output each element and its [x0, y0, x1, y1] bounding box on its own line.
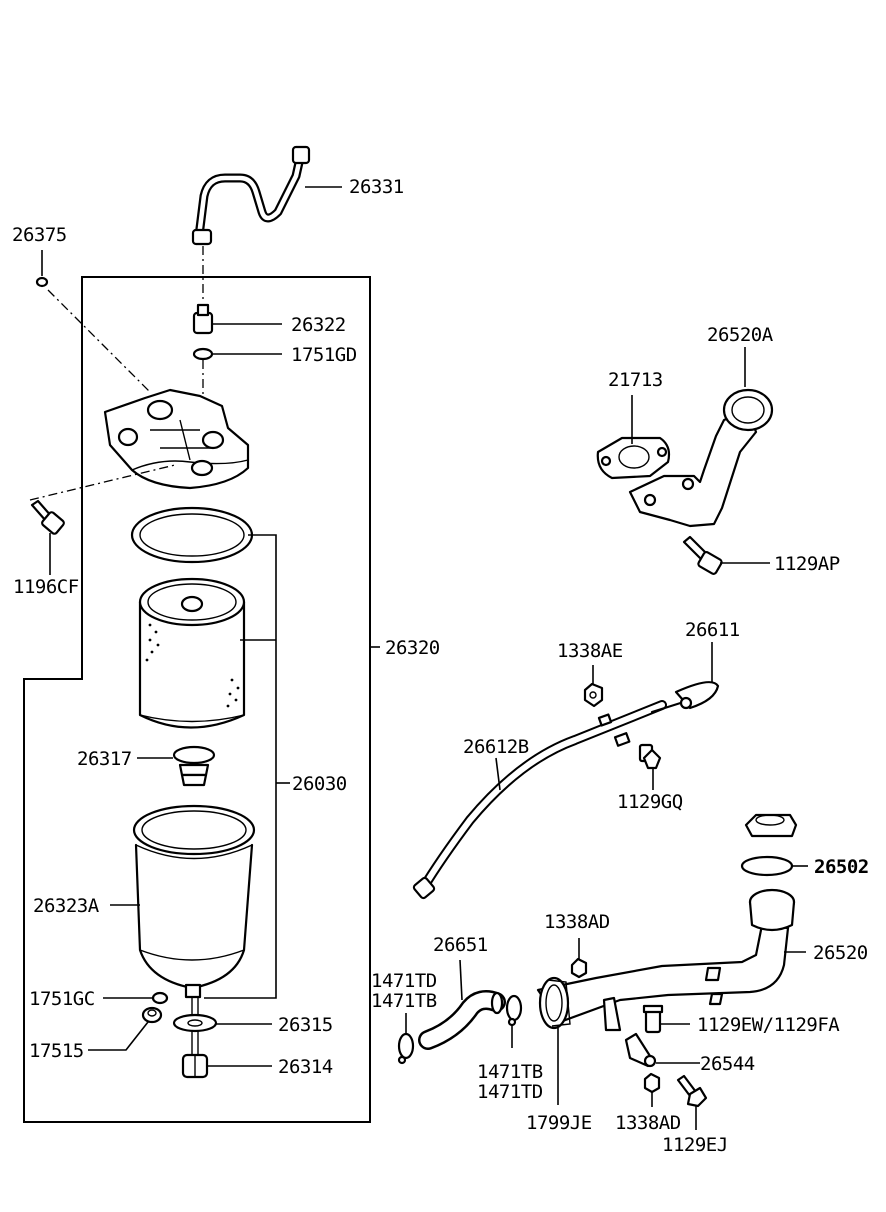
label-26320: 26320 — [385, 637, 440, 659]
label-26651: 26651 — [433, 934, 488, 956]
label-1196CF: 1196CF — [13, 576, 79, 598]
label-1751GD: 1751GD — [291, 344, 357, 366]
filler-tube-26520 — [536, 888, 796, 1032]
bolt-1129EW — [642, 1004, 664, 1034]
label-1129AP: 1129AP — [774, 553, 840, 575]
label-26315: 26315 — [278, 1014, 333, 1036]
label-26612B: 26612B — [463, 736, 529, 758]
bolt-1129AP — [682, 535, 723, 575]
plug-17515 — [141, 1006, 163, 1024]
clamp-1799JE — [538, 976, 571, 1030]
label-1471TB-left: 1471TB — [371, 990, 437, 1012]
label-1129GQ: 1129GQ — [617, 791, 683, 813]
label-26331: 26331 — [349, 176, 404, 198]
label-1338AE: 1338AE — [557, 640, 623, 662]
nut-1338AD-bottom — [643, 1072, 661, 1094]
label-26520: 26520 — [813, 942, 868, 964]
label-26520A: 26520A — [707, 324, 774, 346]
filter-element — [138, 577, 246, 729]
label-26375: 26375 — [12, 224, 67, 246]
gasket-21713 — [596, 436, 671, 480]
label-26314: 26314 — [278, 1056, 333, 1078]
label-26323A: 26323A — [33, 895, 100, 917]
label-26030: 26030 — [292, 773, 347, 795]
hose-clamp-right — [505, 994, 523, 1027]
drain-bolt-26314 — [181, 1053, 209, 1079]
nut-1338AE — [583, 682, 604, 708]
label-26322: 26322 — [291, 314, 346, 336]
label-17515: 17515 — [29, 1040, 84, 1062]
label-26502: 26502 — [814, 856, 869, 878]
label-1129EW-1129FA: 1129EW/1129FA — [697, 1014, 840, 1036]
label-1751GC: 1751GC — [29, 988, 95, 1010]
gasket-ring — [130, 506, 254, 564]
label-1799JE: 1799JE — [526, 1112, 592, 1134]
fuel-pipe-26331 — [191, 145, 311, 246]
bracket-26544 — [624, 1032, 657, 1068]
bolt-1196CF — [30, 499, 65, 535]
washer-1751GC — [151, 991, 169, 1005]
label-1471TB-right: 1471TB — [477, 1061, 543, 1083]
filter-head — [103, 388, 250, 490]
washer-26315 — [172, 1013, 218, 1033]
label-21713: 21713 — [608, 369, 663, 391]
hose-clamp-left — [397, 1032, 415, 1065]
dipstick-guide-26612B — [412, 700, 667, 900]
cap-gasket-26502 — [740, 855, 794, 877]
filter-bowl-26323A — [132, 804, 256, 999]
washer-1751GD — [192, 347, 214, 361]
spring-insert-26317 — [172, 745, 216, 787]
label-1471TD-left: 1471TD — [371, 970, 437, 992]
label-26611: 26611 — [685, 619, 740, 641]
assembly-outline-26320 — [23, 276, 371, 1123]
dipstick-26611 — [650, 681, 720, 714]
label-26317: 26317 — [77, 748, 132, 770]
o-ring-26375 — [35, 276, 49, 288]
label-1471TD-right: 1471TD — [477, 1081, 543, 1103]
label-1338AD-bottom: 1338AD — [615, 1112, 681, 1134]
filler-cap — [744, 813, 798, 838]
filler-neck-26520A — [628, 388, 774, 528]
nut-1338AD-top — [570, 957, 588, 979]
fitting-26322 — [192, 303, 214, 335]
hose-26651 — [418, 990, 506, 1050]
bolt-1129GQ — [638, 743, 662, 770]
bolt-1129EJ — [676, 1074, 708, 1108]
label-26544: 26544 — [700, 1053, 755, 1075]
label-1338AD-top: 1338AD — [544, 911, 610, 933]
label-1129EJ: 1129EJ — [662, 1134, 728, 1156]
